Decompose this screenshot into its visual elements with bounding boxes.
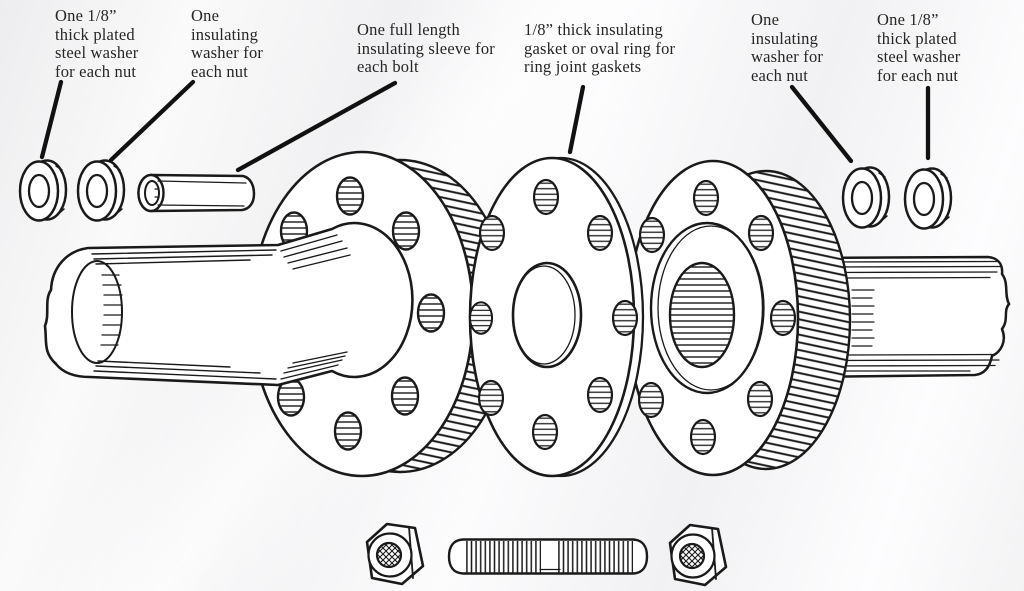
label-line: One — [191, 6, 220, 25]
bolt-hole — [747, 214, 775, 252]
bolt-hole — [638, 216, 666, 254]
label-line: ring joint gaskets — [524, 57, 642, 76]
leader-insulating-washer-right — [789, 84, 854, 164]
bolt-hole — [335, 176, 365, 216]
leader-gasket — [567, 84, 586, 155]
bolt-hole — [586, 376, 614, 414]
leader-steel-washer-left — [39, 79, 64, 160]
bolt-hole — [769, 299, 797, 337]
bolt-hole — [333, 411, 363, 451]
bolt-hole — [637, 381, 665, 419]
bolt-hole — [478, 214, 506, 252]
insulating-washer-right-drawing — [841, 166, 891, 229]
label-line: for each nut — [55, 61, 137, 81]
label-line: One 1/8” — [877, 10, 939, 29]
label-insulating-washer-left: One insulating washer for each nut — [191, 6, 264, 81]
bolt-hole — [390, 376, 420, 416]
label-steel-washer-right: One 1/8” thick plated steel washer for e… — [877, 10, 961, 85]
label-insulating-washer-right: One insulating washer for each nut — [751, 10, 824, 85]
leader-sleeve — [235, 80, 398, 173]
hex-nut-left-drawing — [365, 522, 425, 586]
bolt-hole — [746, 380, 774, 418]
stud-bolt-drawing — [447, 538, 649, 575]
hex-nut-right-drawing — [668, 523, 728, 587]
label-line: insulating — [751, 28, 819, 48]
label-steel-washer-left: One 1/8” thick plated steel washer for e… — [55, 6, 139, 81]
label-line: thick plated — [55, 24, 135, 44]
label-gasket: 1/8” thick insulating gasket or oval rin… — [524, 20, 676, 77]
right-flange-bore — [668, 261, 736, 369]
plated-steel-washer-left-drawing — [18, 159, 68, 222]
label-line: One — [751, 10, 780, 29]
label-line: gasket or oval ring for — [524, 38, 676, 58]
label-line: One full length — [357, 20, 460, 39]
leader-insulating-washer-left — [108, 79, 196, 163]
label-line: washer for — [751, 47, 824, 66]
bolt-hole — [692, 179, 720, 217]
pipe-broken-end — [71, 260, 123, 364]
label-line: washer for — [191, 43, 264, 62]
label-line: 1/8” thick insulating — [524, 20, 663, 39]
stud-thread-left — [466, 541, 541, 573]
bolt-hole — [611, 299, 639, 337]
insulating-washer-left-drawing — [76, 159, 126, 222]
label-line: steel washer — [877, 47, 961, 66]
right-flange-drawing — [626, 159, 852, 477]
insulating-sleeve-drawing — [137, 173, 256, 213]
leader-lines — [39, 79, 931, 173]
label-line: thick plated — [877, 28, 957, 48]
label-line: steel washer — [55, 43, 139, 62]
bolt-hole — [416, 293, 446, 333]
plated-steel-washer-right-drawing — [903, 167, 953, 230]
label-line: One 1/8” — [55, 6, 117, 25]
label-line: insulating sleeve for — [357, 38, 495, 58]
bolt-hole — [391, 211, 421, 251]
bolt-hole — [531, 413, 559, 451]
label-line: insulating — [191, 24, 259, 44]
right-pipe-drawing — [798, 255, 1011, 379]
label-line: each bolt — [357, 57, 419, 76]
stud-thread-right — [558, 541, 633, 573]
bolt-hole — [586, 214, 614, 252]
bolt-hole — [532, 178, 560, 216]
label-line: each nut — [191, 61, 249, 81]
bolt-hole — [468, 301, 494, 335]
label-line: each nut — [751, 65, 809, 85]
insulating-gasket-drawing — [468, 156, 645, 478]
bolt-hole — [689, 418, 717, 456]
bolt-hole — [477, 379, 505, 417]
left-pipe-drawing — [43, 221, 414, 387]
label-sleeve: One full length insulating sleeve for ea… — [357, 20, 495, 77]
label-line: for each nut — [877, 65, 959, 85]
